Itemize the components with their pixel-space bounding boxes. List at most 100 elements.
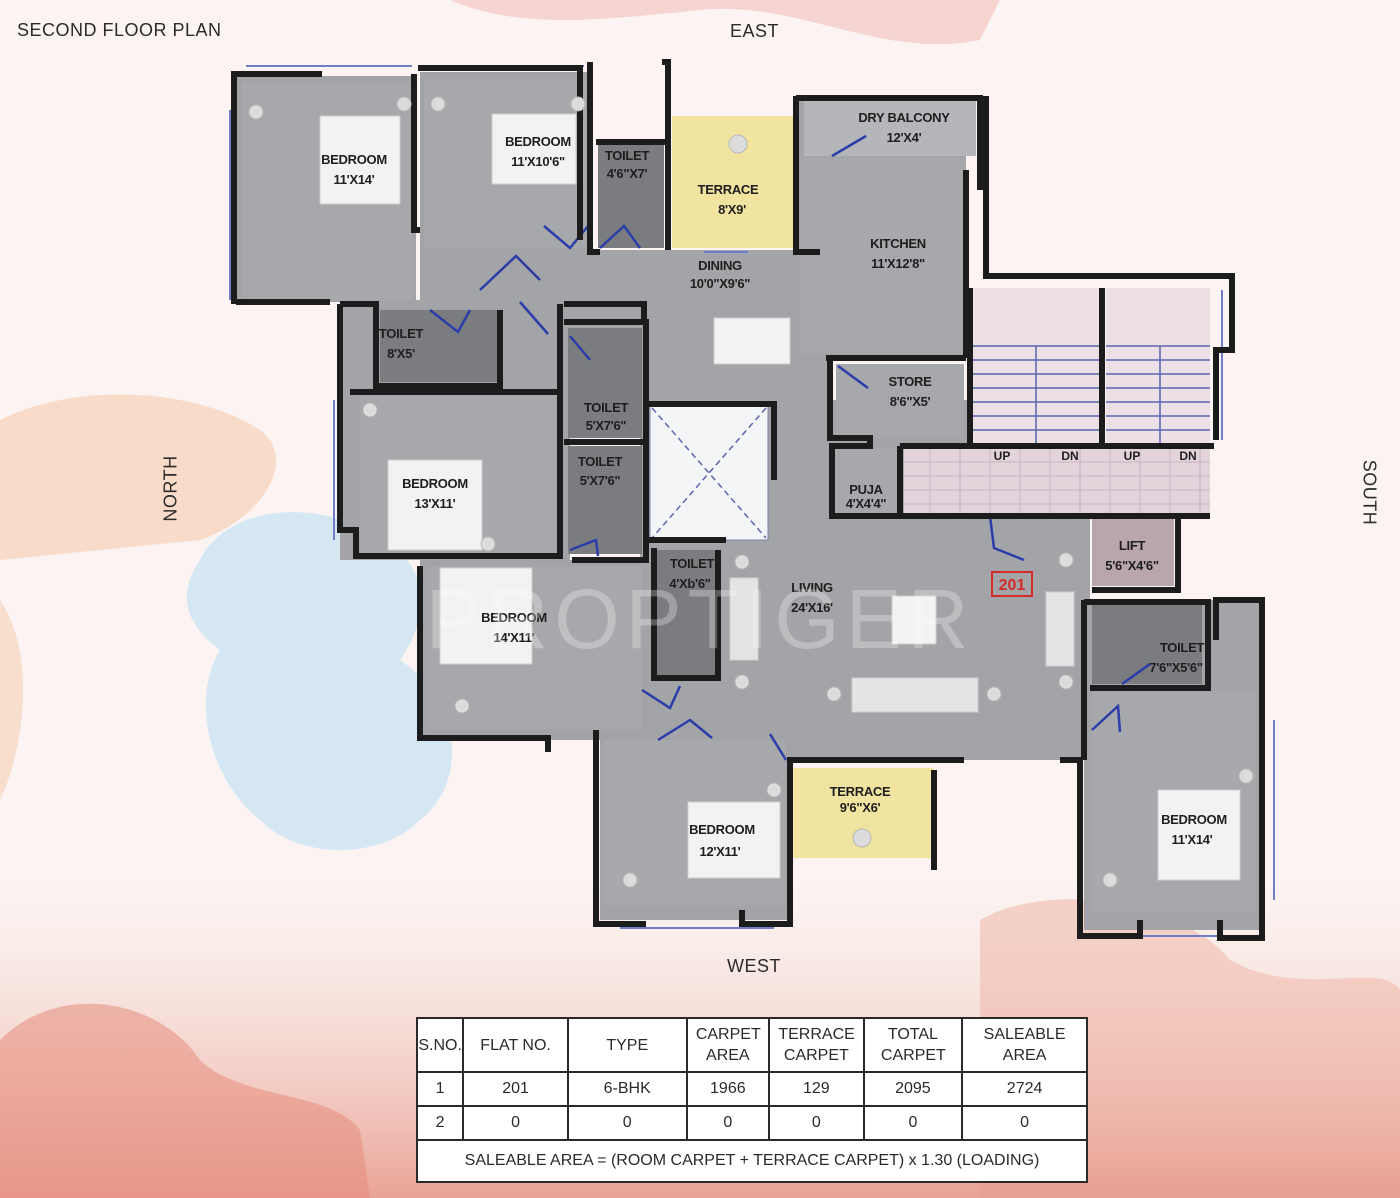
table-cell: 0 (961, 1105, 1088, 1141)
size-dry-balcony: 12'X4' (887, 130, 922, 145)
header-carpet-area: CARPET AREA (685, 1017, 771, 1073)
table-cell: 1 (415, 1071, 465, 1107)
size-dining: 10'0"X9'6" (690, 276, 750, 291)
label-bedroom-w: BEDROOM (689, 822, 755, 837)
puja-area (830, 448, 900, 516)
label-bedroom-n2: BEDROOM (505, 134, 571, 149)
size-toilet-c2: 5'X7'6" (580, 473, 621, 488)
stair-label-4: DN (1179, 449, 1196, 463)
walls (231, 59, 1265, 941)
direction-north: NORTH (160, 455, 181, 522)
table-cell: 0 (462, 1105, 569, 1141)
table-cell: 6-BHK (566, 1071, 688, 1107)
size-bedroom-n2: 11'X10'6" (511, 154, 565, 169)
bedroom-se-bed (1157, 789, 1241, 881)
label-living: LIVING (791, 580, 833, 595)
size-kitchen: 11'X12'8" (871, 256, 925, 271)
area-table: S.NO. FLAT NO. TYPE CARPET AREA TERRACE … (415, 1017, 1088, 1183)
header-saleable-area: SALEABLE AREA (961, 1017, 1088, 1073)
label-terrace-w: TERRACE (830, 784, 891, 799)
header-total-carpet: TOTAL CARPET (862, 1017, 964, 1073)
table-cell: 1966 (685, 1071, 771, 1107)
header-type: TYPE (566, 1017, 688, 1073)
table-cell: 201 (462, 1071, 569, 1107)
table-cell: 2 (415, 1105, 465, 1141)
label-toilet-n: TOILET (605, 148, 650, 163)
label-bedroom-mid: BEDROOM (402, 476, 468, 491)
toilet-c1-area (568, 328, 642, 438)
header-terrace-carpet: TERRACE CARPET (768, 1017, 865, 1073)
size-toilet-se: 7'6"X5'6" (1149, 660, 1203, 675)
toilet-small-area (380, 310, 498, 382)
label-toilet-c1: TOILET (584, 400, 629, 415)
size-toilet-c1: 5'X7'6" (586, 418, 627, 433)
table-row: 1 201 6-BHK 1966 129 2095 2724 (415, 1071, 1088, 1107)
label-bedroom-se: BEDROOM (1161, 812, 1227, 827)
direction-east: EAST (730, 21, 780, 41)
store-area (836, 364, 964, 438)
lobby-area (904, 448, 1210, 516)
size-toilet-living: 4'Xb'6" (669, 576, 710, 591)
stair-label-2: DN (1061, 449, 1078, 463)
bedroom-w-bed (687, 801, 781, 879)
watermark: PROPTIGER (426, 572, 975, 666)
size-bedroom-se: 11'X14' (1172, 832, 1213, 847)
table-cell: 0 (862, 1105, 964, 1141)
table-cell: 2724 (961, 1071, 1088, 1107)
living-sofa-left (729, 577, 759, 661)
size-bedroom-w: 12'X11' (700, 844, 741, 859)
lobby-grid (904, 448, 1210, 516)
shaft-cross (651, 407, 767, 539)
table-header-row: S.NO. FLAT NO. TYPE CARPET AREA TERRACE … (415, 1017, 1088, 1073)
room-labels: BEDROOM 11'X14' BEDROOM 11'X10'6" TOILET… (321, 110, 1227, 859)
label-kitchen: KITCHEN (870, 236, 926, 251)
header-sno: S.NO. (415, 1017, 465, 1073)
size-lift: 5'6"X4'6" (1105, 558, 1159, 573)
label-toilet-c2: TOILET (578, 454, 623, 469)
label-terrace-e: TERRACE (698, 182, 759, 197)
table-note: SALEABLE AREA = (ROOM CARPET + TERRACE C… (416, 1139, 1088, 1183)
toilet-se-area (1092, 604, 1202, 684)
size-bedroom-sw: 14'X11' (494, 630, 535, 645)
page-title: SECOND FLOOR PLAN (17, 20, 222, 40)
label-lift: LIFT (1119, 538, 1146, 553)
size-terrace-e: 8'X9' (718, 202, 746, 217)
label-toilet-small: TOILET (379, 326, 424, 341)
direction-south: SOUTH (1359, 459, 1380, 526)
label-toilet-living: TOILET (670, 556, 715, 571)
dry-balcony-area (804, 100, 976, 156)
table-cell: 0 (566, 1105, 688, 1141)
size-bedroom-mid: 13'X11' (415, 496, 456, 511)
size-terrace-w: 9'6"X6' (840, 800, 881, 815)
table-note-row: SALEABLE AREA = (ROOM CARPET + TERRACE C… (416, 1139, 1088, 1183)
living-sofa-right (1045, 591, 1075, 667)
table-cell: 2095 (862, 1071, 964, 1107)
label-puja: PUJA (849, 482, 883, 497)
toilet-n-area (598, 144, 664, 248)
label-toilet-se: TOILET (1160, 640, 1205, 655)
bedroom-mid-bed (387, 459, 483, 551)
label-bedroom-sw: BEDROOM (481, 610, 547, 625)
table-cell: 0 (685, 1105, 771, 1141)
bed-pillows (248, 96, 1254, 888)
dining-table (713, 317, 791, 365)
toilet-c2-area (568, 446, 642, 554)
toilet-living-area (656, 550, 718, 678)
size-bedroom-nw: 11'X14' (334, 172, 375, 187)
flat-number-box (991, 571, 1033, 597)
plan-rooms (242, 78, 1256, 912)
staircase-2 (1106, 288, 1210, 448)
label-dining: DINING (698, 258, 742, 273)
living-rug (891, 595, 937, 645)
size-store: 8'6"X5' (890, 394, 931, 409)
label-bedroom-nw: BEDROOM (321, 152, 387, 167)
label-store: STORE (888, 374, 932, 389)
living-sofa-bottom (851, 677, 979, 713)
size-puja: 4'X4'4" (846, 496, 887, 511)
table-row: 2 0 0 0 0 0 0 (415, 1105, 1088, 1141)
size-toilet-n: 4'6"X7' (607, 166, 648, 181)
stair-label-1: UP (994, 449, 1011, 463)
flat-number-label: 201 (999, 577, 1026, 594)
size-living: 24'X16' (791, 600, 833, 615)
